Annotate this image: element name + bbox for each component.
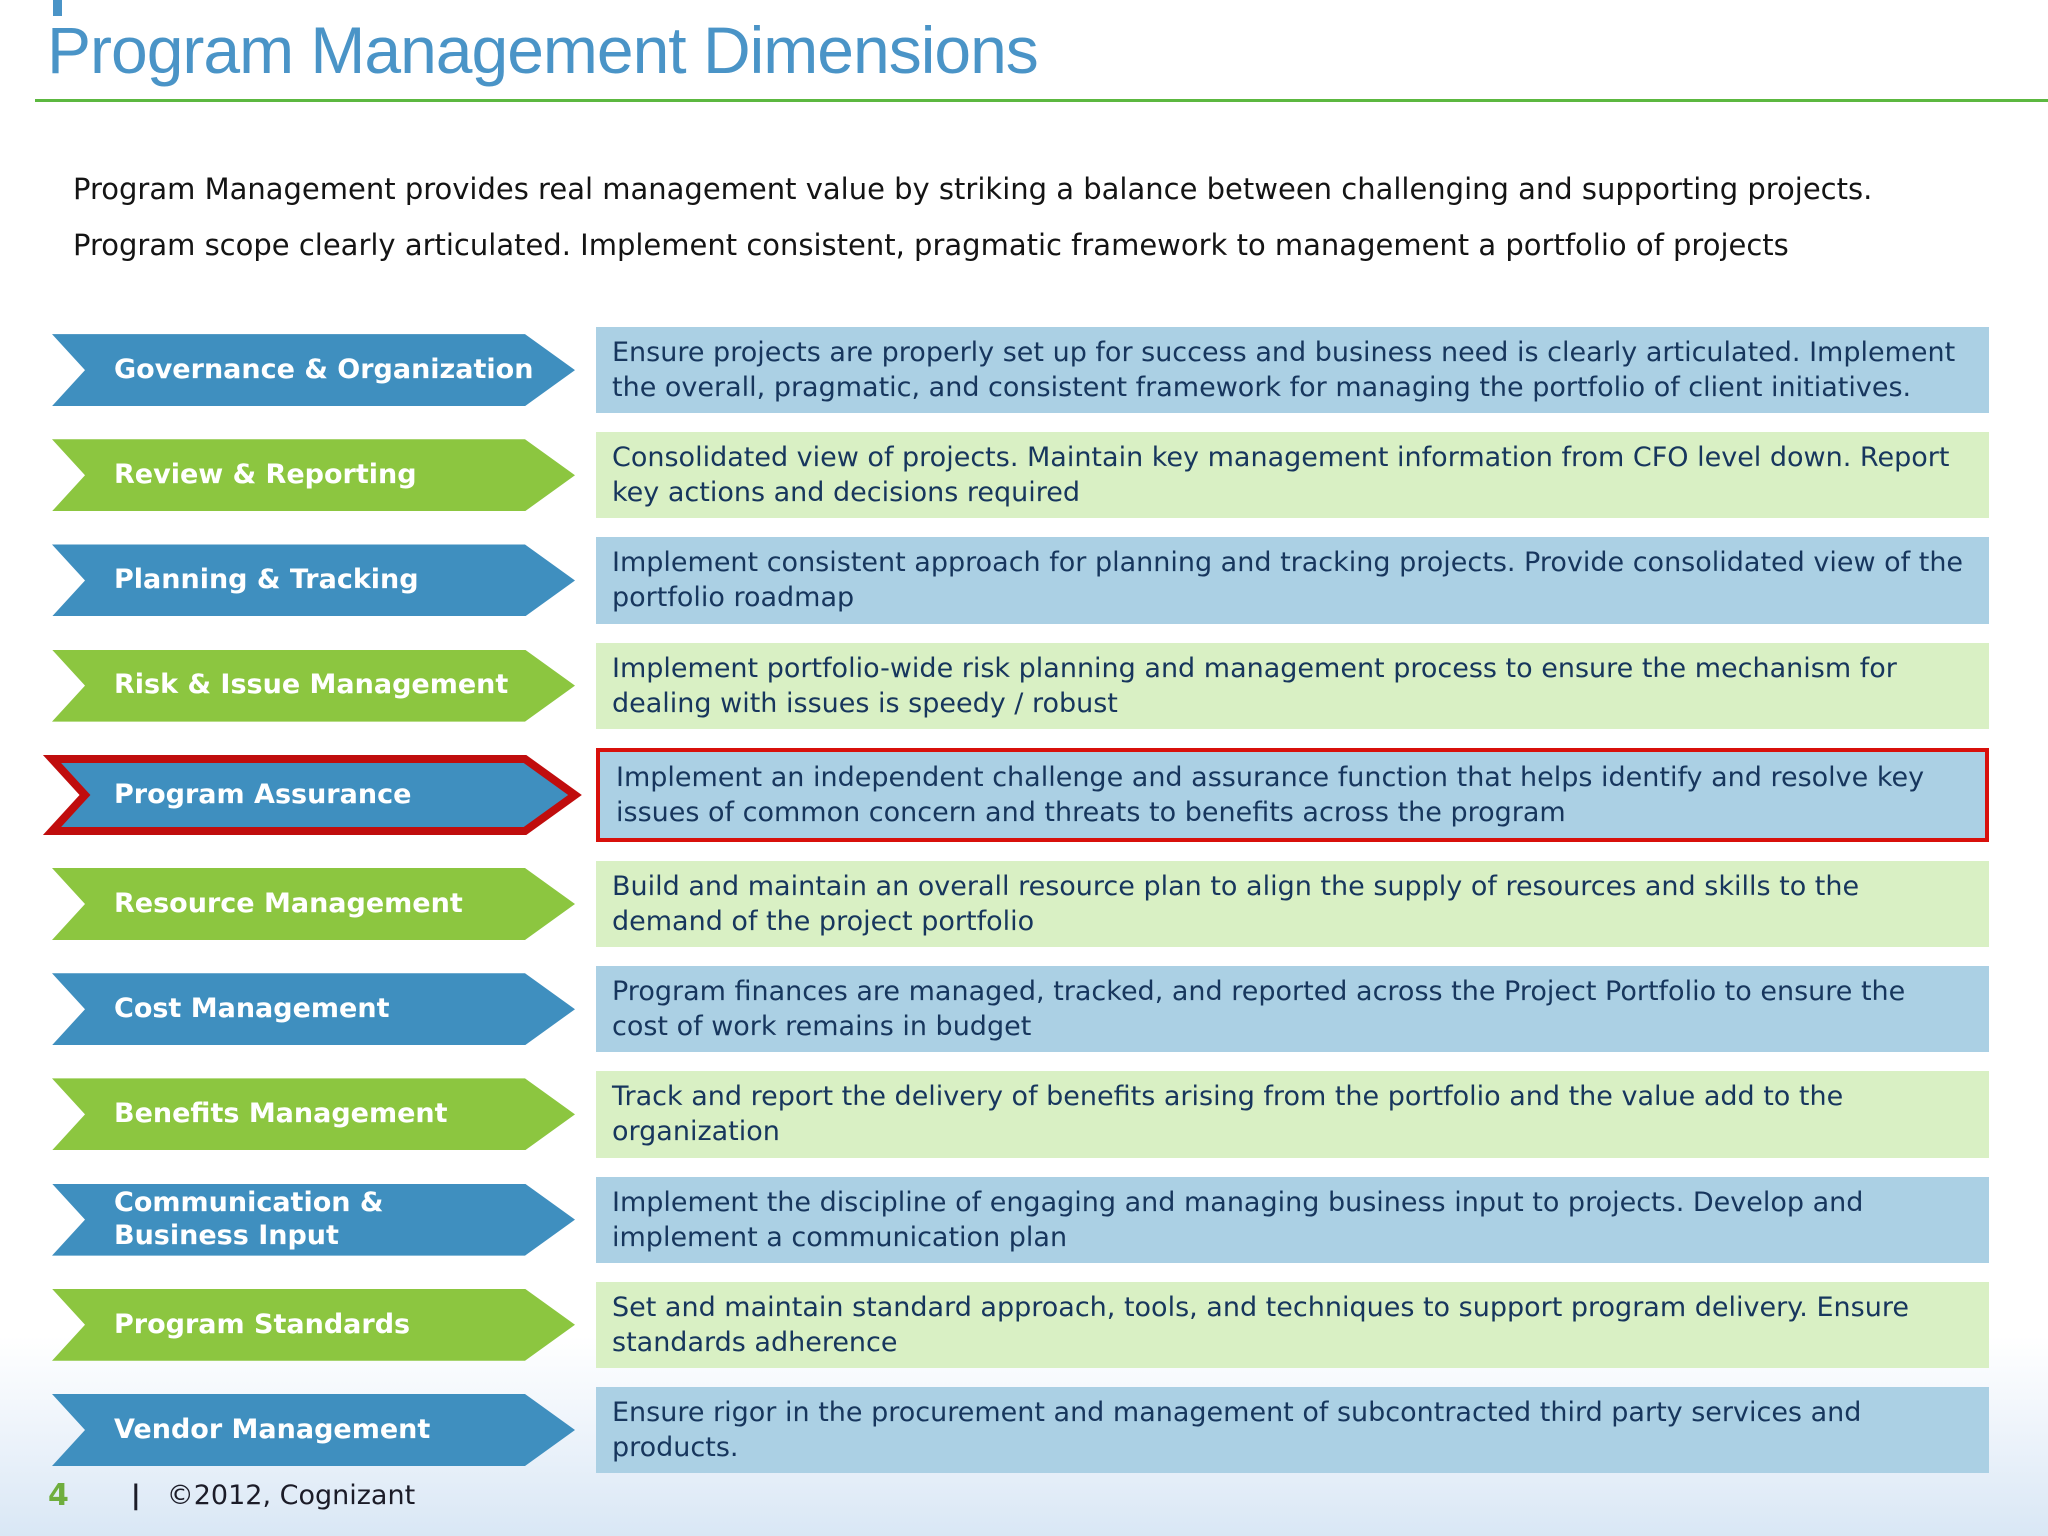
dimension-row-benefits-management: Benefits Management Track and report the… (52, 1071, 1989, 1158)
dimension-desc: Set and maintain standard approach, tool… (596, 1281, 1989, 1368)
dimension-row-program-assurance: Program Assurance Implement an independe… (42, 747, 1989, 842)
dimension-arrow: Planning & Tracking (52, 544, 575, 616)
desc-text: Ensure rigor in the procurement and mana… (612, 1396, 1862, 1463)
dimension-desc-highlighted: Implement an independent challenge and a… (596, 747, 1989, 842)
copyright-text: ©2012, Cognizant (166, 1480, 416, 1511)
dimensions-list: Governance & Organization Ensure project… (42, 327, 1989, 1492)
desc-text: Ensure projects are properly set up for … (612, 337, 1956, 404)
dimension-row-resource-management: Resource Management Build and maintain a… (52, 860, 1989, 948)
dimension-arrow: Communication & Business Input (52, 1184, 575, 1256)
desc-text: Build and maintain an overall resource p… (612, 870, 1860, 938)
dimension-desc: Implement portfolio-wide risk planning a… (596, 642, 1989, 729)
desc-text: Program finances are managed, tracked, a… (612, 976, 1906, 1043)
slide-header: Program Management Dimensions (35, 0, 2048, 103)
dimension-label: Program Assurance (114, 778, 412, 810)
dimension-desc: Implement consistent approach for planni… (596, 537, 1989, 624)
dimension-desc: Track and report the delivery of benefit… (596, 1071, 1989, 1158)
desc-text: Implement an independent challenge and a… (616, 761, 1925, 828)
footer-separator: | (130, 1480, 141, 1511)
dimension-row-planning-tracking: Planning & Tracking Implement consistent… (52, 537, 1989, 624)
dimension-label: Planning & Tracking (114, 564, 419, 596)
desc-text: Track and report the delivery of benefit… (612, 1081, 1844, 1148)
title-accent-mark (53, 0, 62, 16)
dimension-desc: Consolidated view of projects. Maintain … (596, 432, 1989, 519)
page-title: Program Management Dimensions (47, 13, 1039, 87)
page-number: 4 (48, 1478, 69, 1513)
dimension-label: Governance & Organization (114, 353, 534, 385)
dimension-desc: Ensure rigor in the procurement and mana… (596, 1386, 1989, 1474)
dimension-arrow: Governance & Organization (52, 334, 575, 406)
highlight-arrow-shape (42, 754, 582, 835)
dimension-label: Program Standards (114, 1308, 411, 1340)
dimension-label: Risk & Issue Management (114, 669, 509, 701)
dimension-row-cost-management: Cost Management Program finances are man… (52, 966, 1989, 1053)
dimension-label: Resource Management (114, 887, 463, 919)
dimension-arrow: Risk & Issue Management (52, 650, 575, 722)
dimension-label: Communication & Business Input (114, 1187, 384, 1251)
desc-text: Set and maintain standard approach, tool… (612, 1291, 1909, 1358)
desc-text: Implement the discipline of engaging and… (612, 1186, 1864, 1253)
dimension-row-vendor-management: Vendor Management Ensure rigor in the pr… (52, 1386, 1989, 1474)
dimension-label: Vendor Management (114, 1413, 431, 1445)
slide-footer: 4 | ©2012, Cognizant (48, 1478, 415, 1513)
dimension-arrow: Cost Management (52, 973, 575, 1045)
dimension-row-communication: Communication & Business Input Implement… (52, 1176, 1989, 1263)
dimension-arrow: Benefits Management (52, 1078, 575, 1150)
dimension-row-review-reporting: Review & Reporting Consolidated view of … (52, 432, 1989, 519)
intro-line-1: Program Management provides real managem… (73, 172, 1873, 206)
dimension-arrow: Resource Management (52, 868, 575, 940)
dimension-arrow: Program Standards (52, 1289, 575, 1361)
dimension-desc: Implement the discipline of engaging and… (596, 1176, 1989, 1263)
intro-line-2: Program scope clearly articulated. Imple… (73, 228, 1789, 262)
dimension-row-risk-issue: Risk & Issue Management Implement portfo… (52, 642, 1989, 729)
dimension-row-program-standards: Program Standards Set and maintain stand… (52, 1281, 1989, 1368)
dimension-row-governance: Governance & Organization Ensure project… (52, 327, 1989, 414)
dimension-arrow-highlighted: Program Assurance (42, 754, 582, 835)
desc-text: Implement portfolio-wide risk planning a… (612, 652, 1897, 719)
dimension-label: Review & Reporting (114, 459, 417, 491)
dimension-desc: Ensure projects are properly set up for … (596, 327, 1989, 414)
dimension-desc: Program finances are managed, tracked, a… (596, 966, 1989, 1053)
dimension-arrow: Vendor Management (52, 1394, 575, 1466)
dimension-label: Benefits Management (114, 1098, 448, 1130)
dimension-arrow: Review & Reporting (52, 439, 575, 511)
intro-text: Program Management provides real managem… (73, 172, 1988, 284)
desc-text: Consolidated view of projects. Maintain … (612, 442, 1950, 509)
dimension-label: Cost Management (114, 993, 390, 1025)
desc-text: Implement consistent approach for planni… (612, 547, 1964, 614)
dimension-desc: Build and maintain an overall resource p… (596, 860, 1989, 948)
